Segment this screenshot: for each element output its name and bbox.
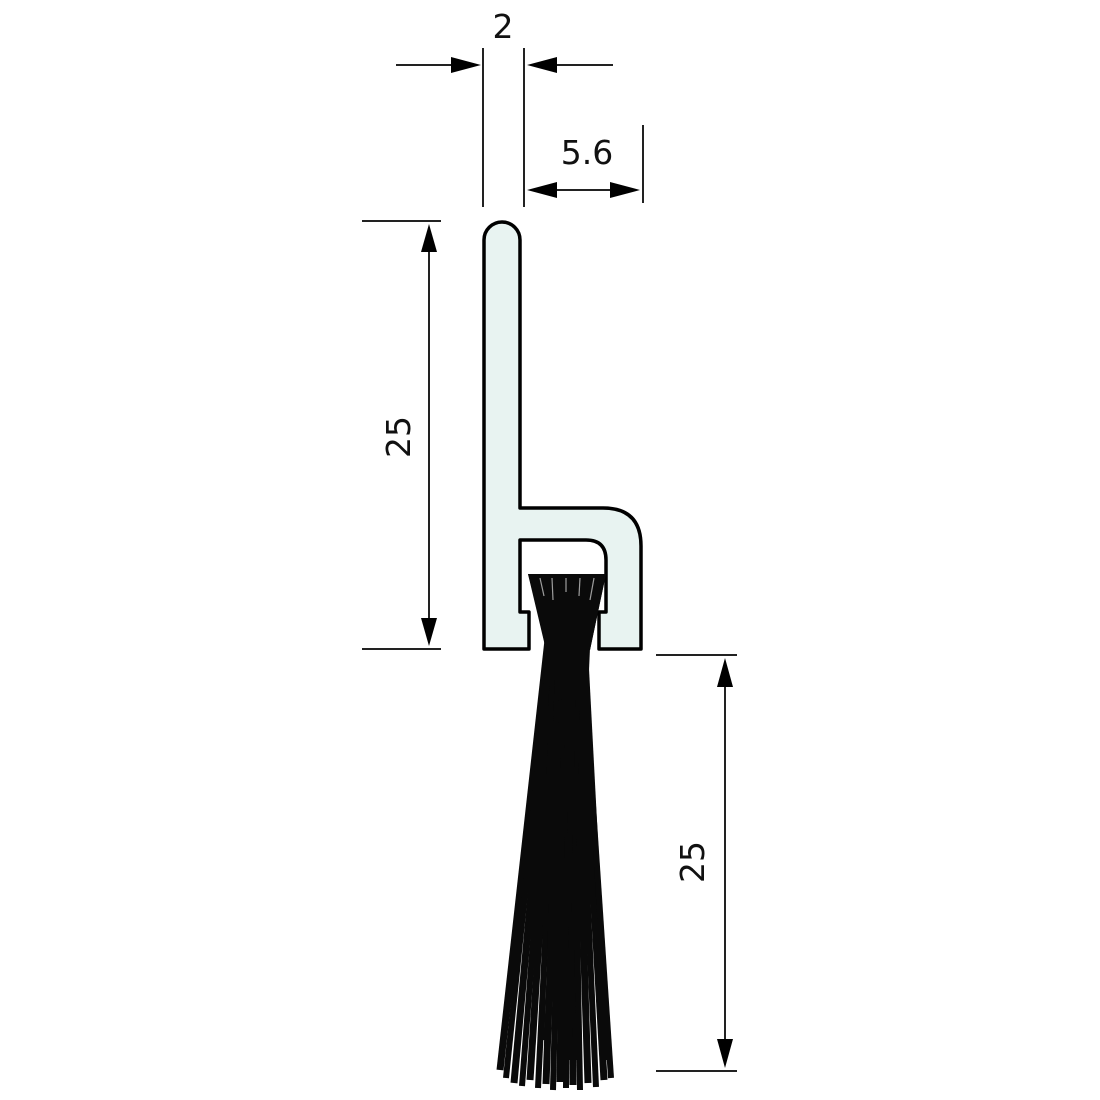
- dimension-label-2: 2: [493, 7, 514, 46]
- dimension-wall-thickness: 2: [396, 7, 613, 207]
- brush-base: [528, 574, 606, 650]
- arrow-up-icon: [717, 658, 733, 687]
- arrow-right-icon: [451, 57, 481, 73]
- arrow-left-icon: [527, 182, 557, 198]
- dimension-profile-height: 25: [362, 220, 441, 650]
- brush-bristles: [496, 574, 614, 1091]
- arrow-left-icon: [527, 57, 557, 73]
- dimension-label-25-profile: 25: [379, 416, 418, 458]
- arrow-down-icon: [421, 618, 437, 646]
- dimension-label-25-brush: 25: [673, 841, 712, 883]
- arrow-up-icon: [421, 224, 437, 252]
- dimension-label-5-6: 5.6: [561, 133, 613, 172]
- dimension-return-width: 5.6: [527, 125, 644, 203]
- arrow-down-icon: [717, 1039, 733, 1068]
- arrow-right-icon: [610, 182, 640, 198]
- dimension-brush-length: 25: [656, 654, 737, 1072]
- aluminium-profile: [482, 220, 643, 651]
